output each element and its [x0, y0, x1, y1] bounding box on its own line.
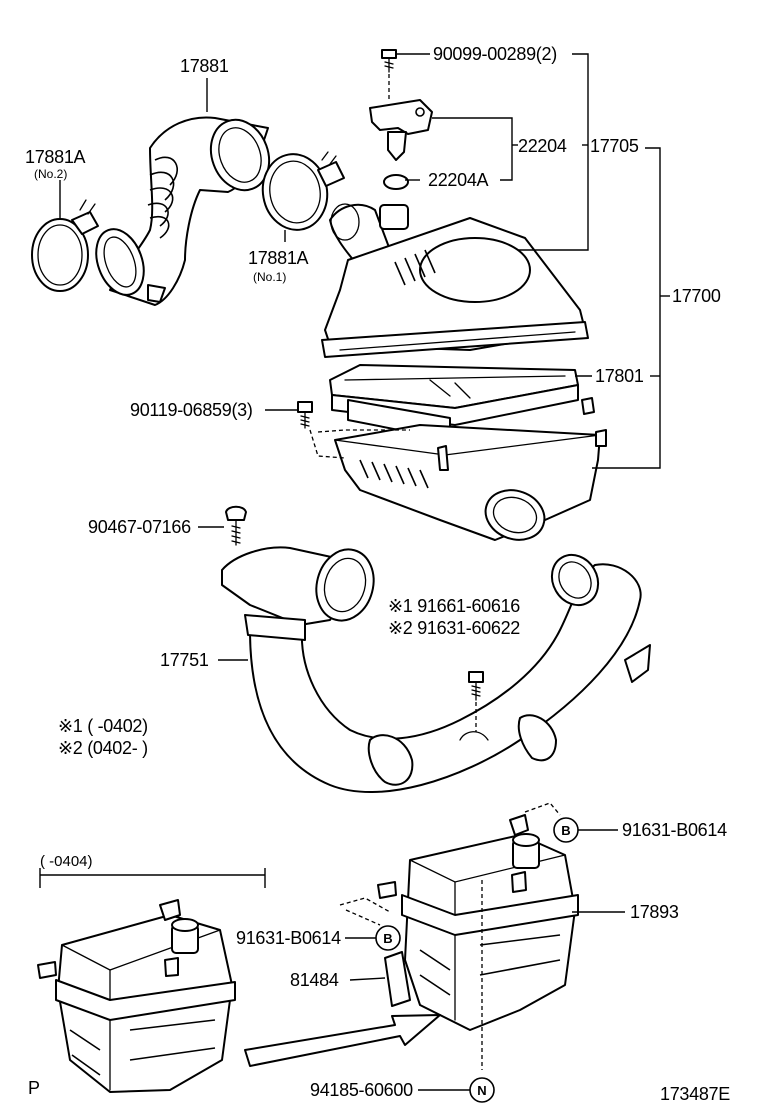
label-90099: 90099-00289(2): [433, 44, 557, 64]
label-17881: 17881: [180, 56, 229, 76]
svg-text:B: B: [383, 931, 392, 946]
note-2: ※2 (0402- ): [58, 738, 148, 758]
leader-lines: [59, 53, 670, 1091]
bolt-90467: [225, 505, 247, 546]
label-no2: (No.2): [34, 167, 67, 181]
label-figure-id: 173487E: [660, 1084, 730, 1104]
label-17893: 17893: [630, 902, 679, 922]
label-corner-p: P: [28, 1078, 40, 1098]
marker-b-left: B: [375, 925, 401, 951]
air-cleaner-case: [334, 397, 607, 541]
marker-n-bottom: N: [469, 1077, 495, 1103]
label-91631: ※2 91631-60622: [388, 618, 520, 638]
label-94185: 94185-60600: [310, 1080, 413, 1100]
range-bracket: [39, 868, 266, 888]
label-17751: 17751: [160, 650, 209, 670]
intake-hose-17881: [95, 116, 271, 306]
label-91631-B0614-right: 91631-B0614: [622, 820, 727, 840]
airflow-meter-22204: [369, 49, 433, 190]
label-22204A: 22204A: [428, 170, 489, 190]
clamp-17881A-no2: [31, 199, 99, 292]
label-range: ( -0404): [40, 853, 93, 870]
svg-text:N: N: [477, 1083, 486, 1098]
intake-duct-17751: [221, 546, 651, 793]
label-17700: 17700: [672, 286, 721, 306]
label-17801: 17801: [595, 366, 644, 386]
svg-text:B: B: [561, 823, 570, 838]
bolt-90119: [297, 401, 410, 459]
marker-b-right: B: [553, 817, 579, 843]
bolt-91661-91631: [468, 671, 484, 732]
clamp-17881A-no1: [261, 151, 345, 231]
label-91631-B0614-left: 91631-B0614: [236, 928, 341, 948]
note-1: ※1 ( -0402): [58, 716, 148, 736]
label-91661: ※1 91661-60616: [388, 596, 520, 616]
resonator-old: [37, 899, 236, 1093]
arrow-replacement: [244, 1014, 441, 1067]
pad-81484: [384, 951, 411, 1007]
label-22204: 22204: [518, 136, 567, 156]
air-cleaner-cap-17705: [321, 203, 589, 358]
label-17881A-no1: 17881A: [248, 248, 309, 268]
label-90467: 90467-07166: [88, 517, 191, 537]
resonator-17893: [339, 802, 579, 1070]
label-90119: 90119-06859(3): [130, 400, 253, 420]
label-no1: (No.1): [253, 270, 286, 284]
label-17881A-no2: 17881A: [25, 147, 86, 167]
label-81484: 81484: [290, 970, 339, 990]
label-17705: 17705: [590, 136, 639, 156]
